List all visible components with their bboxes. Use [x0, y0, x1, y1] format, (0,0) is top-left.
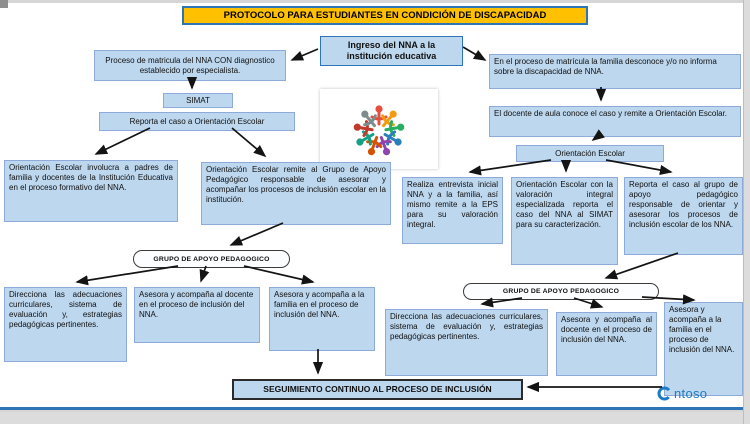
node-seguimiento-continuo: SEGUIMIENTO CONTINUO AL PROCESO DE INCLU… — [232, 379, 523, 400]
right-gutter — [743, 0, 750, 424]
people-circle-graphic — [353, 105, 405, 156]
diagram-title: PROTOCOLO PARA ESTUDIANTES EN CONDICIÓN … — [182, 6, 588, 25]
node-asesora-familia-right: Asesora y acompaña a la familia en el pr… — [664, 302, 743, 396]
node-asesora-docente-left: Asesora y acompaña al docente en el proc… — [134, 287, 260, 343]
people-circle-image — [320, 89, 438, 169]
slide-accent-line — [0, 407, 744, 410]
bottom-gutter — [0, 412, 744, 424]
contoso-logo-icon — [657, 386, 672, 401]
viewport-corner-block — [0, 0, 8, 8]
node-docente-aula: El docente de aula conoce el caso y remi… — [489, 106, 741, 137]
node-matricula-desconoce: En el proceso de matrícula la familia de… — [489, 54, 741, 89]
node-grupo-apoyo-left: GRUPO DE APOYO PEDAGOGICO — [133, 250, 290, 268]
contoso-logo-text: ntoso — [674, 386, 708, 401]
node-oe-remite-grupo: Orientación Escolar remite al Grupo de A… — [201, 162, 391, 225]
node-orientacion-escolar: Orientación Escolar — [516, 145, 664, 162]
node-ingreso-nna: Ingreso del NNA a la institución educati… — [320, 36, 463, 66]
node-entrevista-inicial: Realiza entrevista inicial NNA y a la fa… — [402, 177, 503, 244]
node-simat: SIMAT — [163, 93, 233, 108]
node-direcciona-left: Direcciona las adecuaciones curriculares… — [4, 287, 127, 362]
node-direcciona-right: Direcciona las adecuaciones curriculares… — [385, 309, 548, 376]
node-reporta-grupo-apoyo: Reporta el caso al grupo de apoyo pedagó… — [624, 177, 743, 255]
slide-canvas: PROTOCOLO PARA ESTUDIANTES EN CONDICIÓN … — [0, 3, 744, 407]
node-oe-involucra: Orientación Escolar involucra a padres d… — [4, 160, 178, 222]
node-oe-valoracion-simat: Orientación Escolar con la valoración in… — [511, 177, 618, 265]
node-matricula-con-diagnostico: Proceso de matricula del NNA CON diagnos… — [94, 50, 286, 81]
node-asesora-familia-left: Asesora y acompaña a la familia en el pr… — [269, 287, 375, 351]
node-grupo-apoyo-right: GRUPO DE APOYO PEDAGOGICO — [463, 283, 659, 300]
node-reporta-orientacion: Reporta el caso a Orientación Escolar — [99, 112, 295, 131]
contoso-logo: ntoso — [656, 385, 707, 402]
node-asesora-docente-right: Asesora y acompaña al docente en el proc… — [556, 312, 657, 376]
